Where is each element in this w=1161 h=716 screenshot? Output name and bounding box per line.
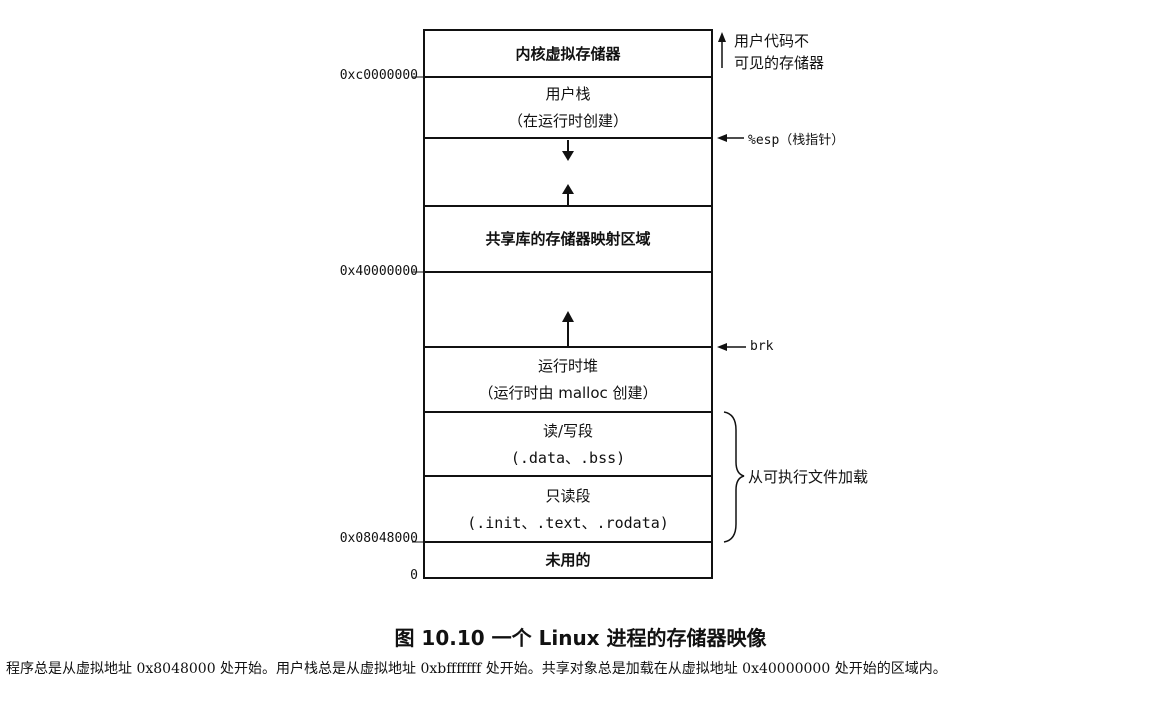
figure-description: 程序总是从虚拟地址 0x8048000 处开始。用户栈总是从虚拟地址 0xbff… (6, 661, 947, 677)
loaded-from-file-note: 从可执行文件加载 (748, 468, 869, 486)
segment-read-write: 读/写段 (.data、.bss) (424, 413, 712, 476)
invisible-memory-note: 用户代码不 可见的存储器 (734, 30, 824, 74)
brk-pointer-arrow (717, 343, 746, 351)
esp-label: %esp（栈指针） (748, 133, 845, 148)
rw-sections: (.data、.bss) (510, 448, 626, 467)
memory-map-border (423, 29, 713, 579)
esp-pointer-arrow (717, 134, 744, 142)
unused-label: 未用的 (545, 551, 591, 569)
kernel-up-arrow (718, 32, 726, 68)
heap-note: （运行时由 malloc 创建） (478, 384, 658, 402)
segment-read-only: 只读段 (.init、.text、.rodata) (424, 477, 712, 542)
user-stack-label: 用户栈 (545, 85, 591, 103)
segment-heap: 运行时堆 （运行时由 malloc 创建） (424, 348, 712, 412)
address-text-base: 0x08048000 (339, 531, 418, 546)
invisible-memory-line1: 用户代码不 (734, 32, 810, 50)
loaded-brace (723, 411, 745, 543)
segment-kernel: 内核虚拟存储器 (424, 31, 712, 77)
segment-user-stack: 用户栈 （在运行时创建） (424, 78, 712, 138)
segment-kernel-label: 内核虚拟存储器 (515, 44, 621, 63)
memory-map-frame (412, 29, 746, 579)
address-shared-base: 0x40000000 (339, 264, 418, 279)
heap-growth-arrow (562, 311, 574, 346)
ro-sections: (.init、.text、.rodata) (467, 513, 669, 532)
address-zero: 0 (410, 568, 418, 583)
address-kernel-base: 0xc0000000 (339, 68, 418, 83)
invisible-memory-line2: 可见的存储器 (734, 54, 825, 72)
segment-shared-libs: 共享库的存储器映射区域 (424, 207, 712, 272)
user-stack-note: （在运行时创建） (507, 112, 628, 130)
shared-libs-label: 共享库的存储器映射区域 (485, 230, 651, 248)
rw-label: 读/写段 (542, 421, 594, 440)
heap-label: 运行时堆 (537, 357, 598, 375)
stack-growth-arrow (562, 140, 574, 161)
shared-growth-arrow (562, 184, 574, 205)
figure-caption: 图 10.10 一个 Linux 进程的存储器映像 (394, 626, 767, 650)
brk-label: brk (750, 339, 774, 354)
segment-unused: 未用的 (424, 543, 712, 578)
ro-label: 只读段 (545, 486, 591, 505)
